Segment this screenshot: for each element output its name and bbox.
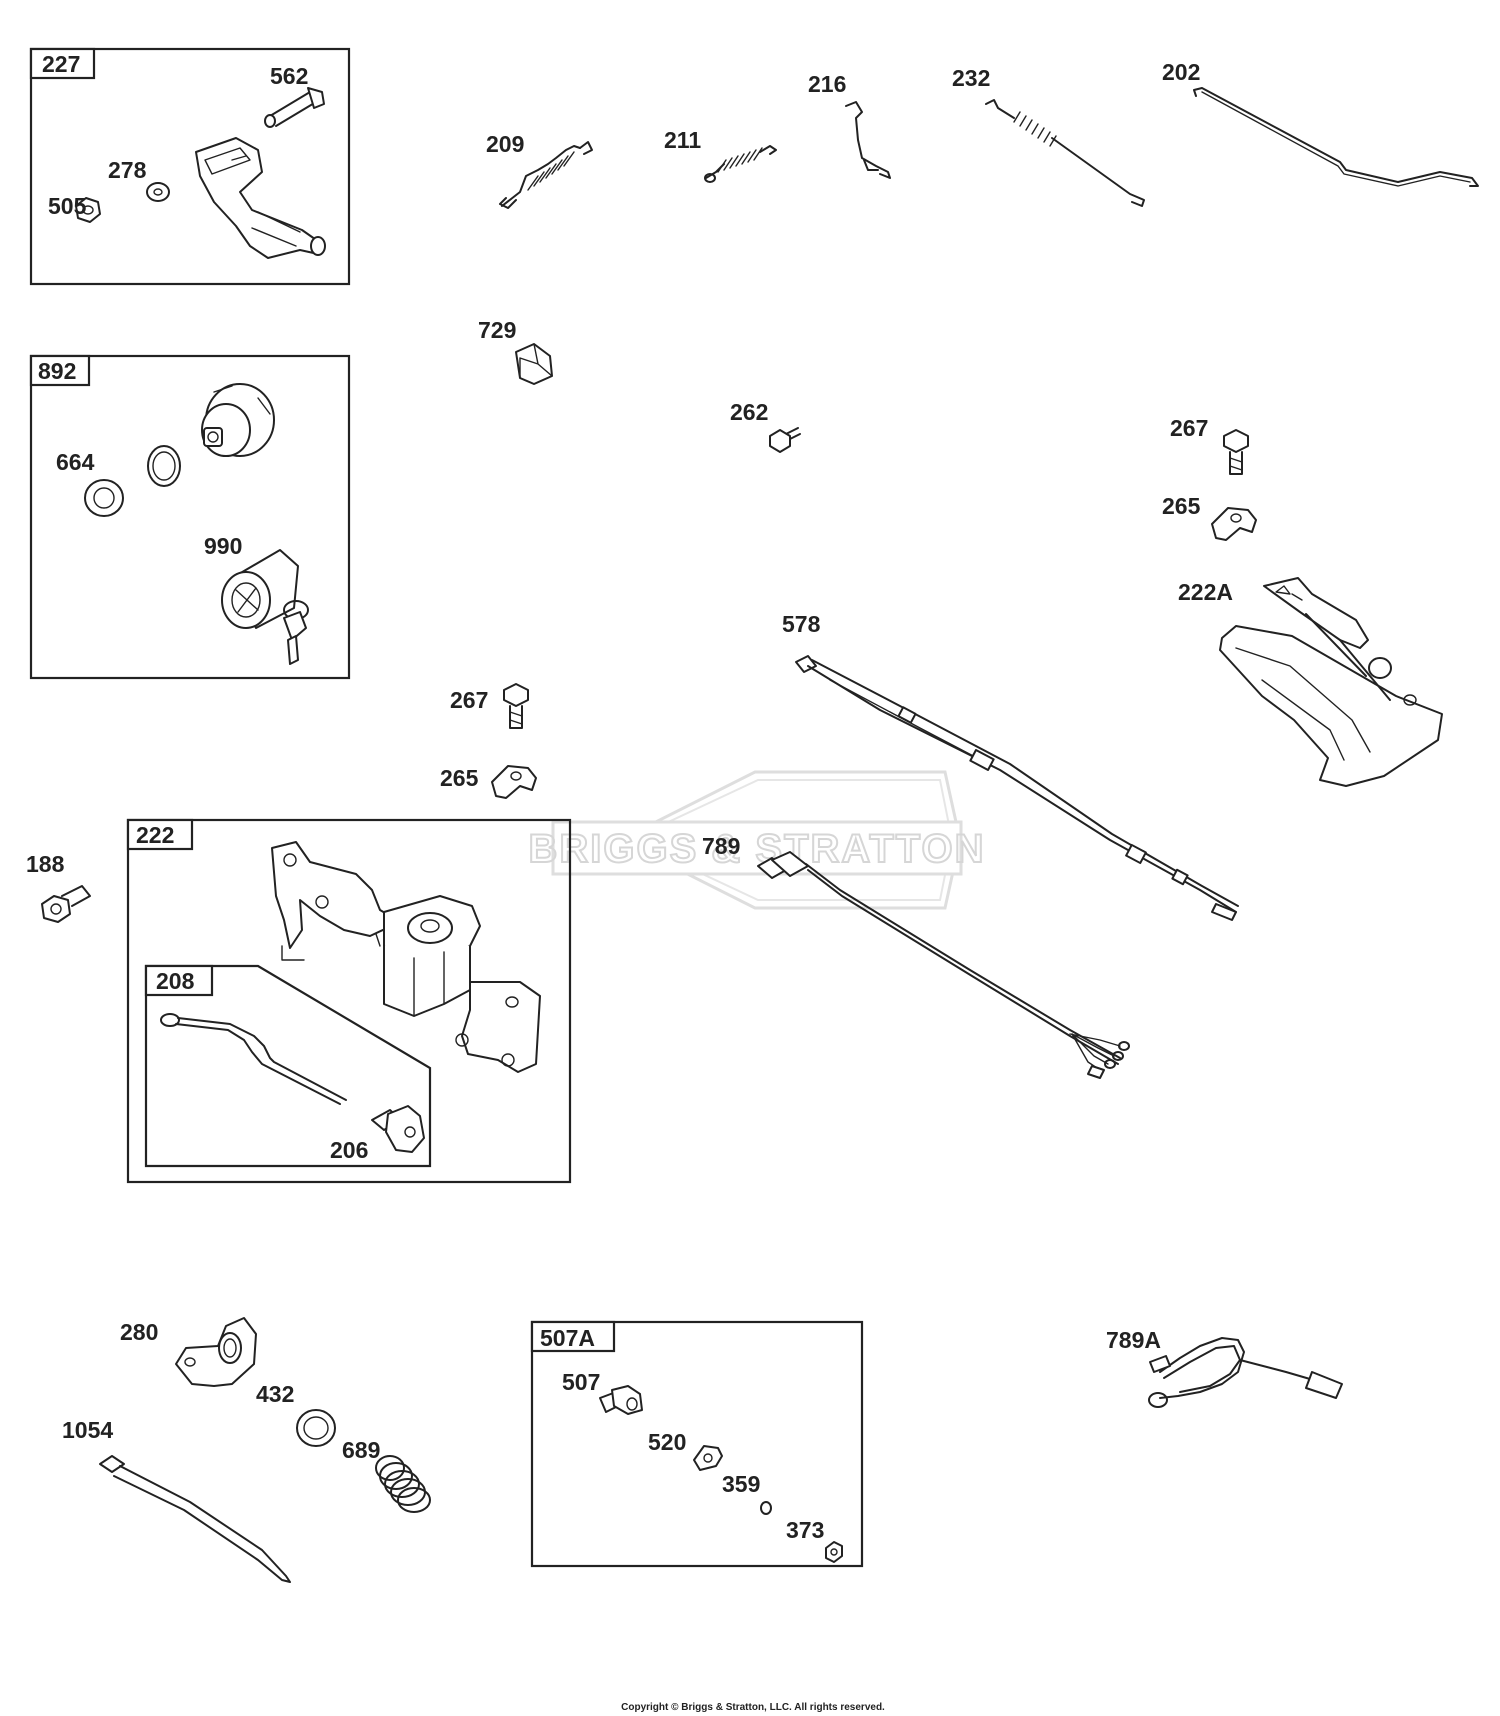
kit-box-208: 208	[144, 964, 432, 1168]
box-label-222: 222	[136, 822, 174, 848]
watermark-text: BRIGGS & STRATTON	[529, 827, 986, 871]
part-359-washer	[760, 1501, 772, 1515]
label-280: 280	[120, 1319, 158, 1345]
part-373-nut	[825, 1541, 843, 1563]
label-359: 359	[722, 1471, 760, 1497]
label-990: 990	[204, 533, 242, 559]
label-188: 188	[26, 851, 65, 877]
part-188-bolt	[41, 885, 91, 923]
part-216-link	[845, 101, 891, 179]
part-278-washer	[146, 182, 170, 202]
part-1054-cable-tie	[99, 1455, 291, 1583]
part-578-cable	[795, 655, 1239, 921]
part-262-screw	[769, 427, 801, 453]
label-216: 216	[808, 71, 846, 97]
label-507: 507	[562, 1369, 600, 1395]
part-562-pin	[264, 87, 325, 128]
part-265-clip-left	[491, 765, 537, 799]
part-432-bushing	[296, 1409, 336, 1447]
part-892-switch	[201, 383, 275, 457]
label-267-left: 267	[450, 687, 488, 713]
kit-box-227: 227	[29, 47, 351, 286]
copyright-text: Copyright © Briggs & Stratton, LLC. All …	[621, 1702, 885, 1713]
label-1054: 1054	[62, 1417, 113, 1443]
part-280-bracket	[175, 1317, 257, 1387]
part-689-spring	[375, 1455, 431, 1513]
part-729-clip	[515, 343, 553, 385]
box-label-208: 208	[156, 968, 195, 994]
label-664: 664	[56, 449, 95, 475]
label-505: 505	[48, 193, 87, 219]
part-990-key-switch	[221, 549, 309, 665]
watermark-logo: BRIGGS & STRATTON	[528, 770, 986, 910]
box-label-227: 227	[42, 51, 80, 77]
label-562: 562	[270, 63, 308, 89]
part-520-clip	[693, 1445, 723, 1471]
label-222A: 222A	[1178, 579, 1233, 605]
kit-box-892: 892	[29, 354, 351, 680]
part-211-spring	[704, 145, 777, 183]
part-505-nut	[75, 197, 101, 223]
part-664-nut	[84, 479, 124, 517]
label-789A: 789A	[1106, 1327, 1161, 1353]
label-520: 520	[648, 1429, 686, 1455]
label-206: 206	[330, 1137, 368, 1163]
part-202-rod	[1193, 87, 1479, 187]
label-267-right: 267	[1170, 415, 1208, 441]
label-578: 578	[782, 611, 821, 637]
label-211: 211	[664, 127, 701, 153]
part-267-screw-right	[1223, 429, 1249, 475]
part-265-clip-right	[1211, 507, 1257, 541]
label-432: 432	[256, 1381, 294, 1407]
label-262: 262	[730, 399, 768, 425]
part-232-spring-rod	[985, 99, 1145, 207]
label-232: 232	[952, 65, 990, 91]
part-507-switch	[599, 1385, 643, 1415]
part-208-link-rod	[160, 1013, 347, 1105]
part-892-ring	[147, 445, 181, 487]
part-222A-control	[1219, 577, 1443, 787]
label-689: 689	[342, 1437, 380, 1463]
label-265-right: 265	[1162, 493, 1201, 519]
part-789-harness	[757, 851, 1130, 1079]
box-label-507A: 507A	[540, 1325, 595, 1351]
label-202: 202	[1162, 59, 1200, 85]
label-278: 278	[108, 157, 147, 183]
label-265-left: 265	[440, 765, 479, 791]
part-789A-lead	[1148, 1337, 1343, 1408]
part-267-screw-left	[503, 683, 529, 729]
kit-box-222: 222	[126, 818, 572, 1184]
label-373: 373	[786, 1517, 824, 1543]
label-729: 729	[478, 317, 516, 343]
label-209: 209	[486, 131, 524, 157]
kit-box-507A: 507A	[530, 1320, 864, 1568]
label-789: 789	[702, 833, 740, 859]
part-209-spring	[499, 141, 593, 209]
part-222-solenoid-bracket	[271, 841, 541, 1073]
part-227-bracket	[195, 137, 326, 259]
box-label-892: 892	[38, 358, 76, 384]
part-206-bushing	[371, 1105, 425, 1153]
